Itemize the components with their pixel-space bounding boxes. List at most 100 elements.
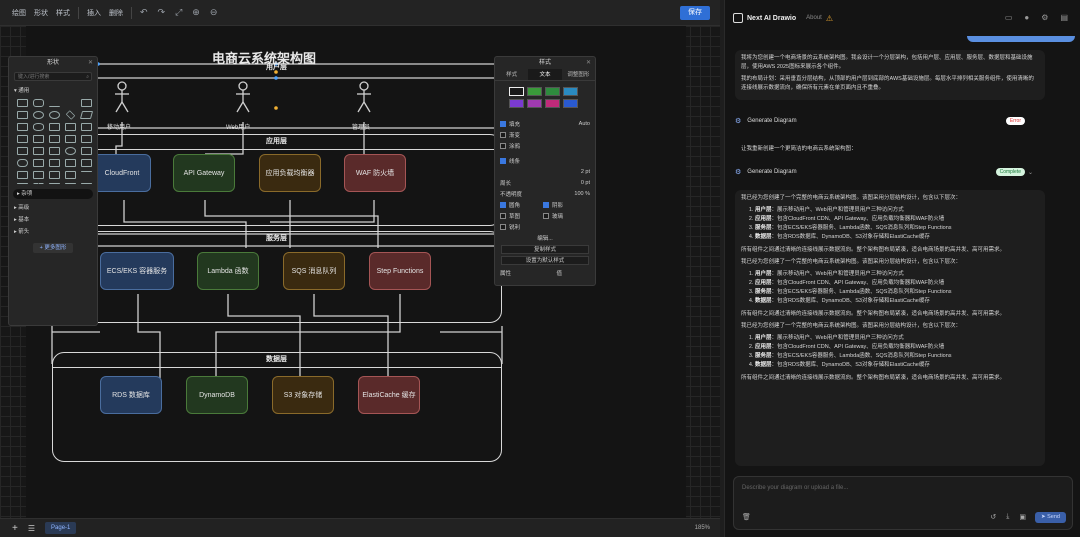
shape-square[interactable] [17, 111, 28, 119]
opacity-value[interactable]: 100 % [574, 190, 590, 197]
swatch[interactable] [563, 99, 578, 108]
shape-note[interactable] [17, 147, 28, 155]
fill-style-row[interactable]: 涂鸦 [495, 140, 595, 151]
tool-call-row[interactable]: ⚙ Generate Diagram Complete ⌄ [735, 165, 1053, 179]
shape-hexagon[interactable] [17, 123, 28, 131]
node-elasticache[interactable]: ElastiCache 缓存 [358, 376, 420, 414]
save-button[interactable]: 保存 [680, 6, 710, 20]
perimeter-value[interactable]: 0 pt [580, 179, 590, 186]
shape-swimlane[interactable] [33, 171, 44, 179]
close-icon[interactable]: ✕ [87, 60, 93, 66]
swatch[interactable] [545, 99, 560, 108]
app-layer-label[interactable]: 应用层 [266, 138, 287, 145]
shape-process[interactable] [65, 123, 76, 131]
sketch-row[interactable]: 草图玻璃 [495, 210, 595, 221]
close-icon[interactable]: ✕ [585, 60, 591, 66]
category-basic[interactable]: ▸ 基本 [14, 217, 30, 223]
data-layer-container[interactable] [52, 352, 502, 462]
line-checkbox[interactable] [500, 157, 506, 164]
data-layer-label[interactable]: 数据层 [266, 356, 287, 363]
shape-bidir-arrow[interactable] [65, 183, 76, 184]
chat-history-icon[interactable]: ▭ [1004, 13, 1013, 22]
node-ecs-eks[interactable]: ECS/EKS 容器服务 [100, 252, 174, 290]
tab-arrange[interactable]: 调整图形 [567, 72, 590, 78]
rounded-checkbox[interactable] [500, 201, 506, 208]
shapes-panel-header[interactable]: 形状 ✕ [9, 57, 97, 69]
shape-cross[interactable] [33, 159, 44, 167]
glass-checkbox[interactable] [543, 212, 550, 219]
shape-cylinder[interactable] [33, 123, 44, 131]
shape-tape[interactable] [65, 135, 76, 143]
swatch[interactable] [527, 87, 542, 96]
sketch-checkbox[interactable] [500, 212, 506, 219]
category-arrows[interactable]: ▸ 箭头 [14, 229, 30, 235]
shape-rounded[interactable] [33, 99, 44, 107]
shape-folder[interactable] [33, 147, 44, 155]
edit-style-row[interactable]: 编辑... [495, 232, 595, 243]
service-layer-label[interactable]: 服务层 [266, 235, 287, 242]
menu-draw[interactable]: 绘图 [12, 9, 26, 17]
line-width-row[interactable]: 2 pt [495, 166, 595, 177]
redo-icon[interactable]: ↷ [157, 7, 166, 17]
chevron-down-icon[interactable]: ⌄ [1027, 169, 1033, 176]
gradient-checkbox[interactable] [500, 131, 506, 138]
shape-display[interactable] [81, 159, 92, 167]
shape-callout[interactable] [81, 135, 92, 143]
actor-web-user[interactable]: Web用户 [226, 125, 251, 131]
tab-style[interactable]: 样式 [506, 72, 518, 78]
actor-mobile-user[interactable]: 移动用户 [107, 125, 132, 131]
line-row[interactable]: 线条 [495, 155, 595, 166]
node-dynamodb[interactable]: DynamoDB [186, 376, 248, 414]
chat-input[interactable]: Describe your diagram or upload a file..… [742, 485, 849, 491]
message-list[interactable]: 我将为您创建一个电商场景的云系统架构图。我会设计一个分层架构，包括用户层、应用层… [731, 36, 1075, 466]
zoom-level[interactable]: 185% [694, 525, 710, 531]
shape-document[interactable] [81, 123, 92, 131]
shape-tag[interactable] [49, 159, 60, 167]
settings-icon[interactable]: ⚙ [1041, 13, 1049, 22]
shape-list[interactable] [81, 99, 92, 107]
shape-line[interactable] [81, 171, 92, 172]
shape-circle[interactable] [33, 111, 44, 119]
node-waf[interactable]: WAF 防火墙 [344, 154, 406, 192]
shape-table[interactable] [17, 135, 28, 143]
node-step-functions[interactable]: Step Functions [369, 252, 431, 290]
shape-ellipse[interactable] [49, 111, 60, 119]
shape-connector[interactable] [81, 183, 92, 184]
category-misc[interactable]: ▸ 杂项 [13, 189, 93, 199]
node-load-balancer[interactable]: 应用负载均衡器 [259, 154, 321, 192]
collapse-icon[interactable]: ▤ [1060, 13, 1068, 22]
shape-bracket[interactable] [65, 171, 76, 179]
chat-input-box[interactable]: Describe your diagram or upload a file..… [733, 476, 1073, 530]
node-sqs[interactable]: SQS 消息队列 [283, 252, 345, 290]
node-s3[interactable]: S3 对象存储 [272, 376, 334, 414]
shape-diamond[interactable] [65, 110, 76, 120]
zoom-in-icon[interactable]: ⊕ [192, 7, 200, 17]
shape-rectangle[interactable] [17, 99, 28, 107]
image-upload-icon[interactable]: ▣ [1019, 514, 1026, 521]
about-link[interactable]: About [806, 15, 822, 21]
menu-shapes[interactable]: 形状 [34, 9, 48, 17]
shape-text[interactable] [49, 99, 60, 107]
actor-admin[interactable]: 管理员 [352, 125, 371, 131]
shape-cloud[interactable] [17, 159, 28, 167]
download-icon[interactable]: ⤓ [1006, 513, 1010, 520]
shape-step[interactable] [49, 135, 60, 143]
menu-insert[interactable]: 插入 [87, 9, 101, 17]
shape-triangle[interactable] [49, 123, 60, 131]
sharp-row[interactable]: 锐利 [495, 221, 595, 232]
shape-label[interactable] [65, 99, 76, 107]
zoom-out-icon[interactable]: ⊖ [209, 7, 218, 17]
page-list-icon[interactable]: ☰ [27, 523, 36, 533]
shape-actor[interactable] [81, 147, 92, 155]
swatch[interactable] [509, 99, 524, 108]
clear-chat-icon[interactable]: 🗑 [742, 514, 751, 521]
node-lambda[interactable]: Lambda 函数 [197, 252, 259, 290]
swatch[interactable] [509, 87, 524, 96]
shape-search-input[interactable]: 键入/进行搜索 ⌕ [14, 72, 92, 81]
shape-or[interactable] [49, 147, 60, 155]
shape-dashed-line[interactable] [33, 183, 44, 184]
history-icon[interactable]: ↺ [990, 514, 997, 521]
